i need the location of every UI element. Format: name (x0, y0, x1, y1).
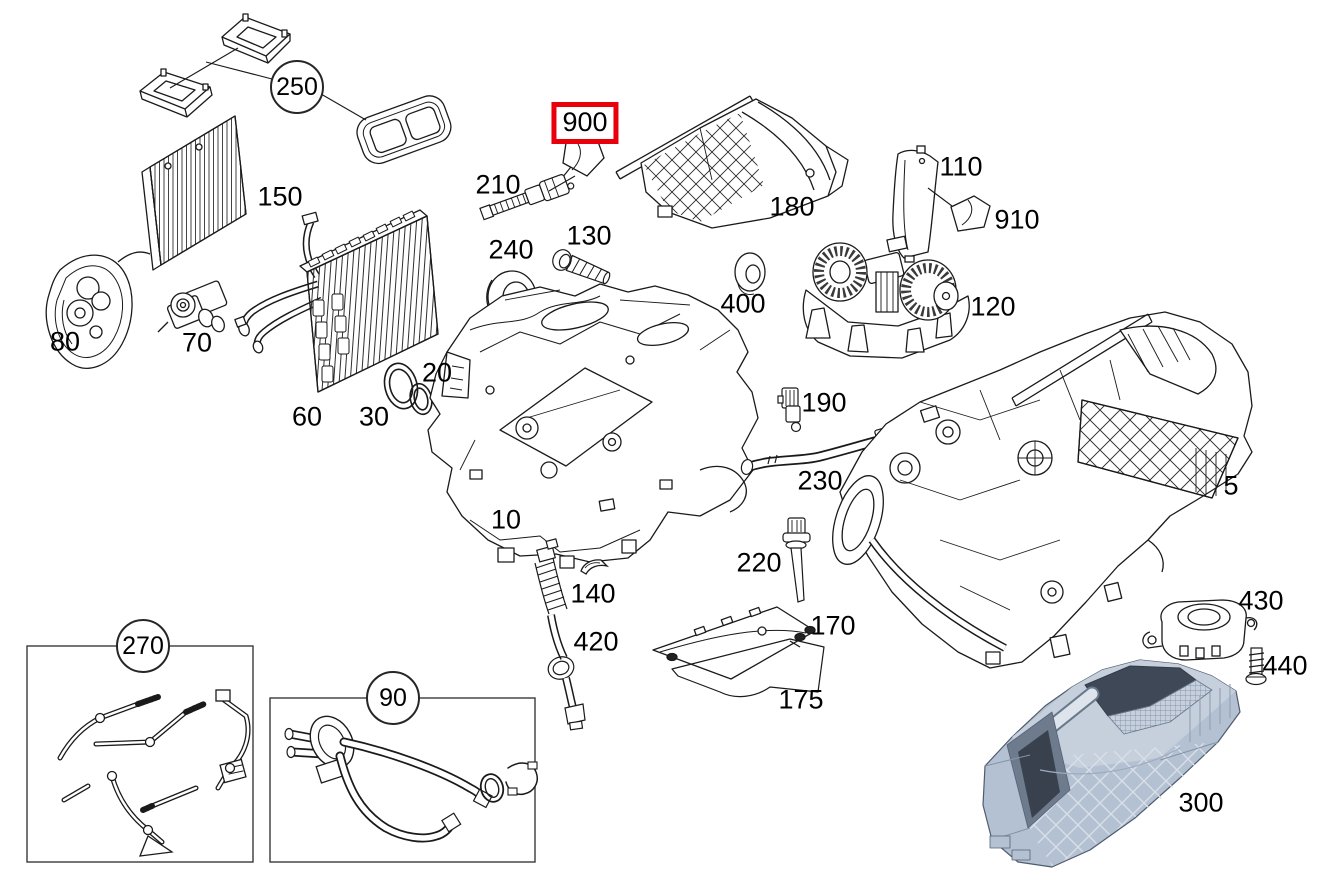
heater-hose-assembly-90 (284, 715, 538, 843)
sensor-190 (777, 387, 802, 433)
callout-110[interactable]: 110 (939, 151, 983, 182)
oval-seal-frame (356, 95, 452, 165)
callout-250[interactable]: 250 (270, 60, 324, 114)
air-intake-cover-180 (615, 95, 849, 229)
callout-420[interactable]: 420 (573, 626, 619, 657)
callout-130[interactable]: 130 (566, 220, 612, 251)
sensor-220 (782, 517, 811, 603)
bolt-130 (552, 249, 611, 285)
callout-400[interactable]: 400 (720, 288, 766, 319)
callout-140[interactable]: 140 (570, 578, 616, 609)
callout-60[interactable]: 60 (291, 401, 323, 432)
callout-175[interactable]: 175 (778, 684, 824, 715)
callout-270[interactable]: 270 (116, 619, 170, 673)
label-flag-910 (927, 187, 991, 232)
hvac-housing-5 (832, 311, 1253, 669)
parts-box-270 (26, 645, 254, 863)
hvac-housing-10 (427, 283, 759, 569)
callout-230[interactable]: 230 (797, 465, 843, 496)
parts-box-90 (269, 697, 538, 863)
callout-170[interactable]: 170 (810, 610, 856, 641)
callout-910[interactable]: 910 (994, 204, 1040, 235)
leader-lines-250 (169, 47, 367, 121)
seal-kit-250 (139, 13, 452, 165)
callout-30[interactable]: 30 (358, 401, 390, 432)
cover-panel-110 (892, 145, 939, 263)
cover-panel-170 (652, 606, 816, 680)
callout-5[interactable]: 5 (1223, 470, 1239, 501)
drain-hose-420 (534, 538, 586, 731)
callout-240[interactable]: 240 (488, 234, 534, 265)
callout-20[interactable]: 20 (421, 357, 453, 388)
screw-440 (1245, 647, 1267, 686)
callout-10[interactable]: 10 (490, 504, 522, 535)
o-ring-30 (383, 362, 419, 410)
callout-220[interactable]: 220 (736, 547, 782, 578)
cabin-filter-150 (141, 115, 247, 271)
callout-70[interactable]: 70 (181, 327, 213, 358)
expansion-valve-70 (157, 280, 228, 333)
callout-80[interactable]: 80 (49, 326, 81, 357)
callout-900-highlighted[interactable]: 900 (551, 102, 619, 144)
air-duct-housing-300 (982, 659, 1241, 868)
square-seal-lower (139, 68, 213, 118)
callout-150[interactable]: 150 (257, 181, 303, 212)
callout-430[interactable]: 430 (1238, 585, 1284, 616)
grommet-400 (734, 252, 766, 295)
callout-90[interactable]: 90 (366, 671, 420, 725)
evaporator-60 (234, 209, 439, 393)
callout-440[interactable]: 440 (1262, 650, 1308, 681)
callout-210[interactable]: 210 (475, 169, 521, 200)
gasket-175 (671, 638, 825, 698)
callout-180[interactable]: 180 (769, 191, 815, 222)
callout-120[interactable]: 120 (970, 291, 1016, 322)
blower-motor-120 (802, 235, 970, 359)
linkage-levers-270 (57, 689, 251, 857)
callout-190[interactable]: 190 (801, 387, 847, 418)
mounting-plate-80 (45, 251, 151, 369)
square-seal-upper (221, 13, 291, 64)
callout-300[interactable]: 300 (1178, 787, 1224, 818)
actuator-430 (1142, 599, 1258, 661)
clip-140 (580, 559, 610, 575)
